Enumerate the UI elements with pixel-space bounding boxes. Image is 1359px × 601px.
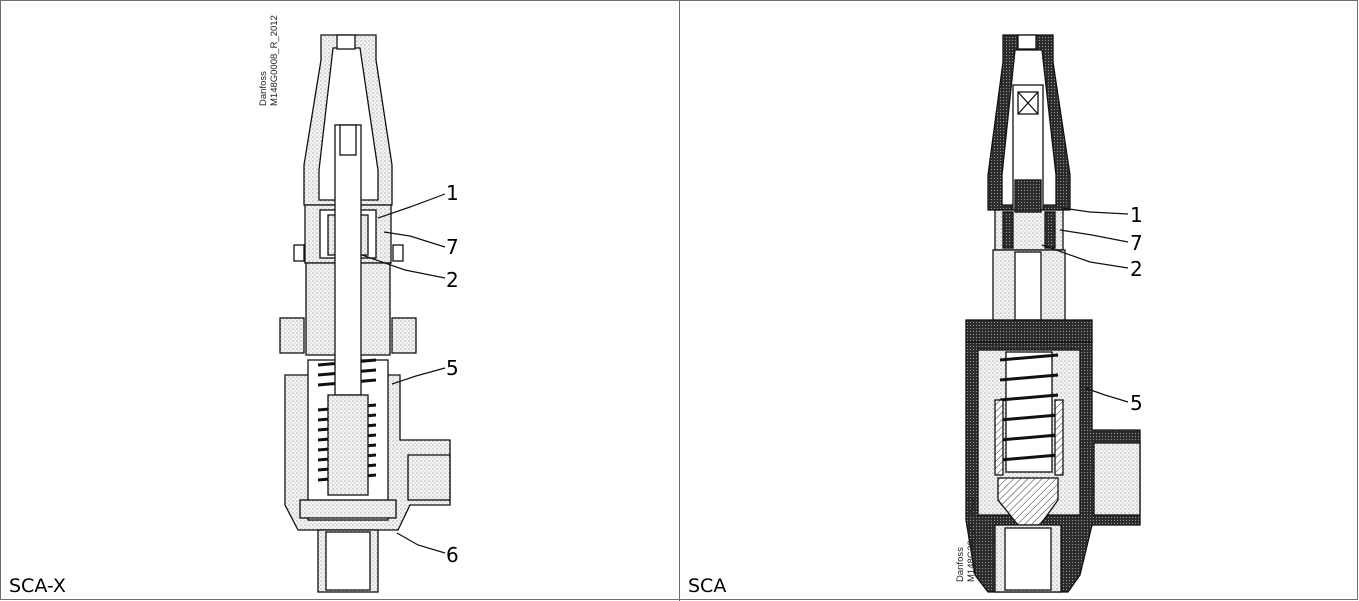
panel-divider [679,0,680,601]
sca-x-ref-code: M148G0008_R_2012 [269,15,280,106]
sca-callout-5: 5 [1130,391,1143,415]
sca-x-drawing-reference: Danfoss M148G0008_R_2012 [258,15,280,106]
sca-valve-drawing [965,34,1141,593]
sca-leader-lines [1041,207,1129,403]
sca-x-callout-1: 1 [446,181,459,205]
sca-x-valve-drawing [279,34,451,593]
sca-x-callout-5: 5 [446,356,459,380]
sca-x-callout-2: 2 [446,268,459,292]
sca-ref-code: M148G36_2R_2012 [966,496,977,582]
sca-x-callout-7: 7 [446,235,459,259]
sca-caption: SCA [688,575,727,597]
sca-x-callout-6: 6 [446,543,459,567]
sca-x-caption: SCA-X [9,575,66,597]
sca-x-stem [334,124,362,396]
sca-spring [999,353,1059,462]
sca-callout-1: 1 [1130,203,1143,227]
sca-callout-7: 7 [1130,231,1143,255]
sca-drawing-reference: Danfoss M148G36_2R_2012 [955,496,977,582]
sca-x-ref-brand: Danfoss [258,71,269,106]
sca-x-leader-lines [361,193,446,554]
sca-ref-brand: Danfoss [955,547,966,582]
sca-callout-2: 2 [1130,257,1143,281]
